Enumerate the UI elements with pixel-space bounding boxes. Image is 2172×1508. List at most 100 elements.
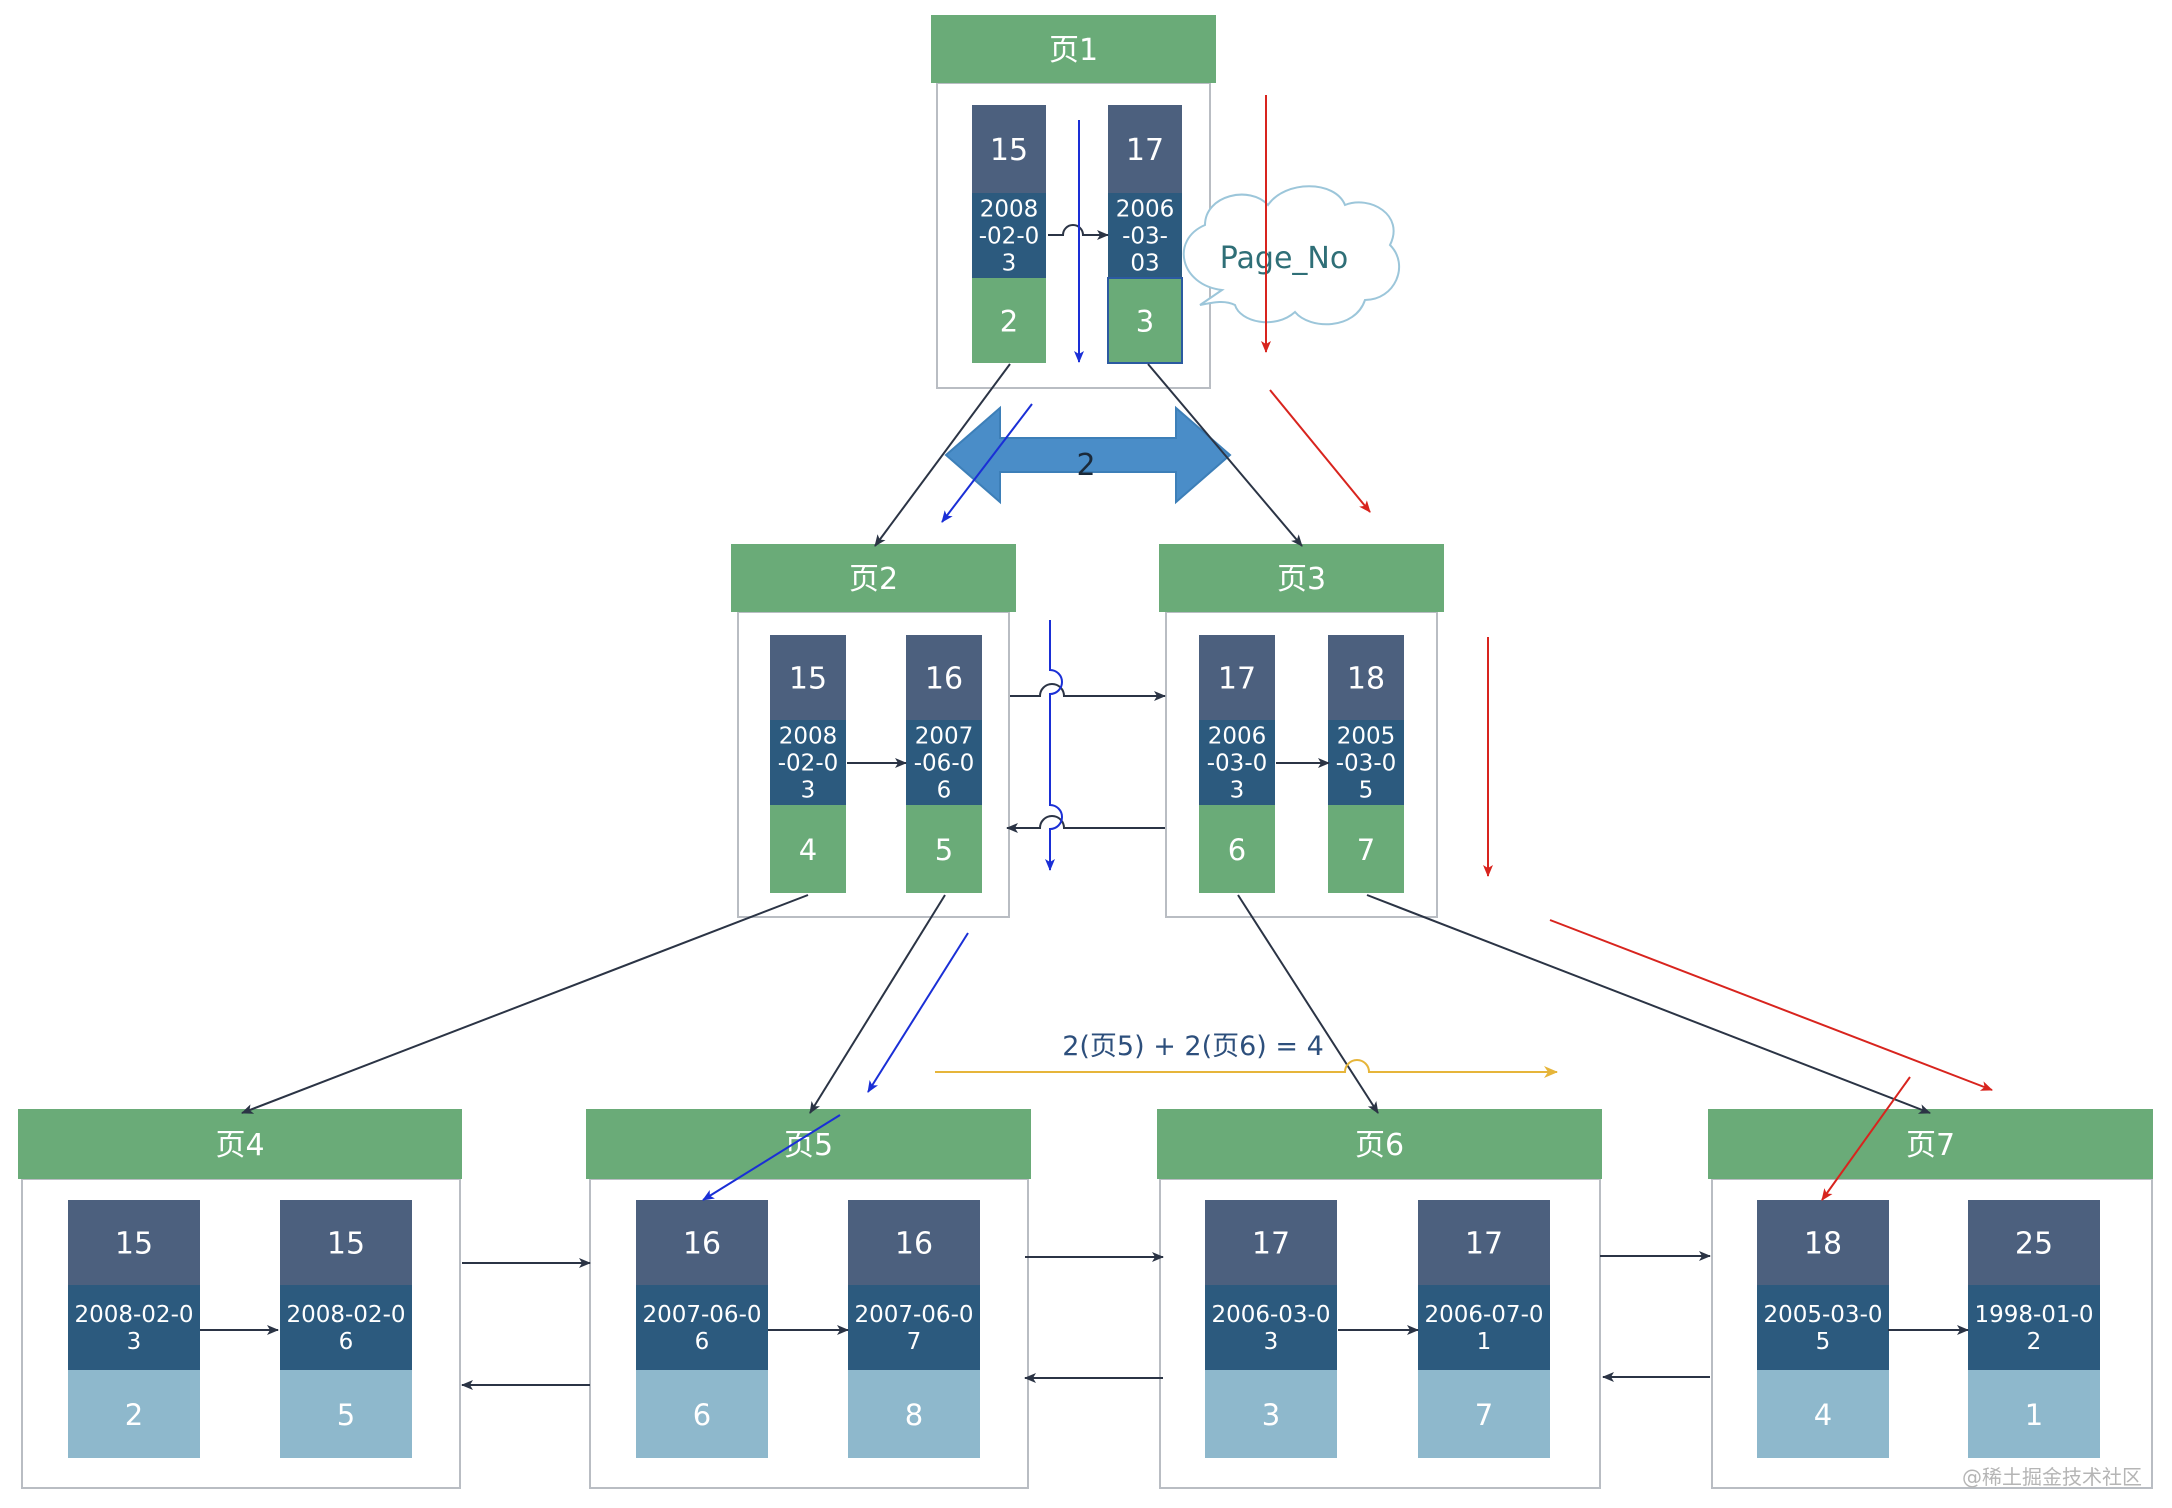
date-cell [1418,1285,1550,1370]
scan-arrow-p2-p5 [867,932,969,1093]
page-header [1159,544,1444,612]
date-value-line: -03-0 [1207,751,1268,777]
page-title: 页7 [1906,1128,1955,1163]
pointer-value: 8 [905,1398,923,1432]
date-cell [770,720,846,805]
record-p3-2: 18 2005-03-05 7 [1328,635,1404,893]
pointer-cell [848,1370,980,1458]
date-cell [1205,1285,1337,1370]
date-value-line: 2008 [779,724,838,750]
date-cell [68,1285,200,1370]
pointer-value: 2 [125,1398,143,1432]
date-value-line: -06-0 [914,751,975,777]
date-cell [1968,1285,2100,1370]
page-title: 页3 [1277,562,1326,597]
scan-arrow-red-5 [1821,1076,1911,1201]
date-cell [972,193,1046,278]
date-value-line: 3 [1002,251,1017,277]
key-value: 15 [115,1227,153,1262]
page-title: 页4 [215,1128,264,1163]
pointer-cell [1968,1370,2100,1458]
key-value: 17 [1218,662,1256,697]
date-value-line: 2006 [1208,724,1267,750]
pointer-value: 6 [693,1398,711,1432]
pointer-cell [280,1370,412,1458]
date-value-line: 3 [1264,1329,1279,1355]
pointer-cell [770,805,846,893]
key-cell [1757,1200,1889,1285]
pointer-value: 7 [1357,833,1375,867]
key-value: 25 [2015,1227,2053,1262]
pointer-cell [68,1370,200,1458]
date-value-line: -03- [1122,224,1168,250]
date-cell [636,1285,768,1370]
count-formula: 2(页5) + 2(页6) = 4 [1062,1031,1324,1062]
date-value-line: 2008 [980,197,1039,223]
key-cell [1418,1200,1550,1285]
pointer-cell [1757,1370,1889,1458]
date-value-line: -03-0 [1336,751,1397,777]
connector-arrows [200,95,1993,1390]
date-value-line: 2006 [1116,197,1175,223]
key-value: 16 [895,1227,933,1262]
pointer-value: 7 [1475,1398,1493,1432]
date-cell [1328,720,1404,805]
date-value-line: 2005-03-0 [1763,1302,1882,1328]
key-cell [770,635,846,720]
key-value: 18 [1804,1227,1842,1262]
pointer-cell [1107,277,1183,364]
scan-arrow-p1-p2 [941,403,1033,523]
key-value: 16 [925,662,963,697]
pointer-value: 5 [935,833,953,867]
key-cell [848,1200,980,1285]
key-cell [68,1200,200,1285]
date-value-line: -02-0 [979,224,1040,250]
pointer-value: 3 [1136,305,1154,339]
pointer-p3-to-p7 [1366,894,1931,1114]
key-cell [1108,105,1182,193]
key-value: 15 [789,662,827,697]
date-value-line: 2006-03-0 [1211,1302,1330,1328]
date-value-line: 2007 [915,724,974,750]
date-value-line: 3 [1230,778,1245,804]
key-value: 18 [1347,662,1385,697]
key-cell [906,635,982,720]
date-cell [848,1285,980,1370]
date-value-line: 2008-02-0 [286,1302,405,1328]
key-cell [972,105,1046,193]
date-value-line: 2 [2027,1329,2042,1355]
page-header [931,15,1216,83]
pointer-cell [906,805,982,893]
date-value-line: 1 [1477,1329,1492,1355]
date-value-line: 2005 [1337,724,1396,750]
count-arrow [935,1059,1558,1078]
date-value-line: 2007-06-0 [854,1302,973,1328]
pointer-value: 3 [1262,1398,1280,1432]
page-title: 页6 [1355,1128,1404,1163]
date-value-line: 3 [801,778,816,804]
pointer-cell [972,278,1046,363]
date-value-line: 5 [1359,778,1374,804]
date-cell [1108,193,1182,278]
page-header [18,1109,462,1179]
date-value-line: 2008-02-0 [74,1302,193,1328]
pointer-cell [636,1370,768,1458]
range-arrow-label: 2 [1076,448,1095,483]
key-cell [1205,1200,1337,1285]
key-cell [1328,635,1404,720]
pointer-p2-to-p4 [241,894,809,1114]
page-header [586,1109,1031,1179]
